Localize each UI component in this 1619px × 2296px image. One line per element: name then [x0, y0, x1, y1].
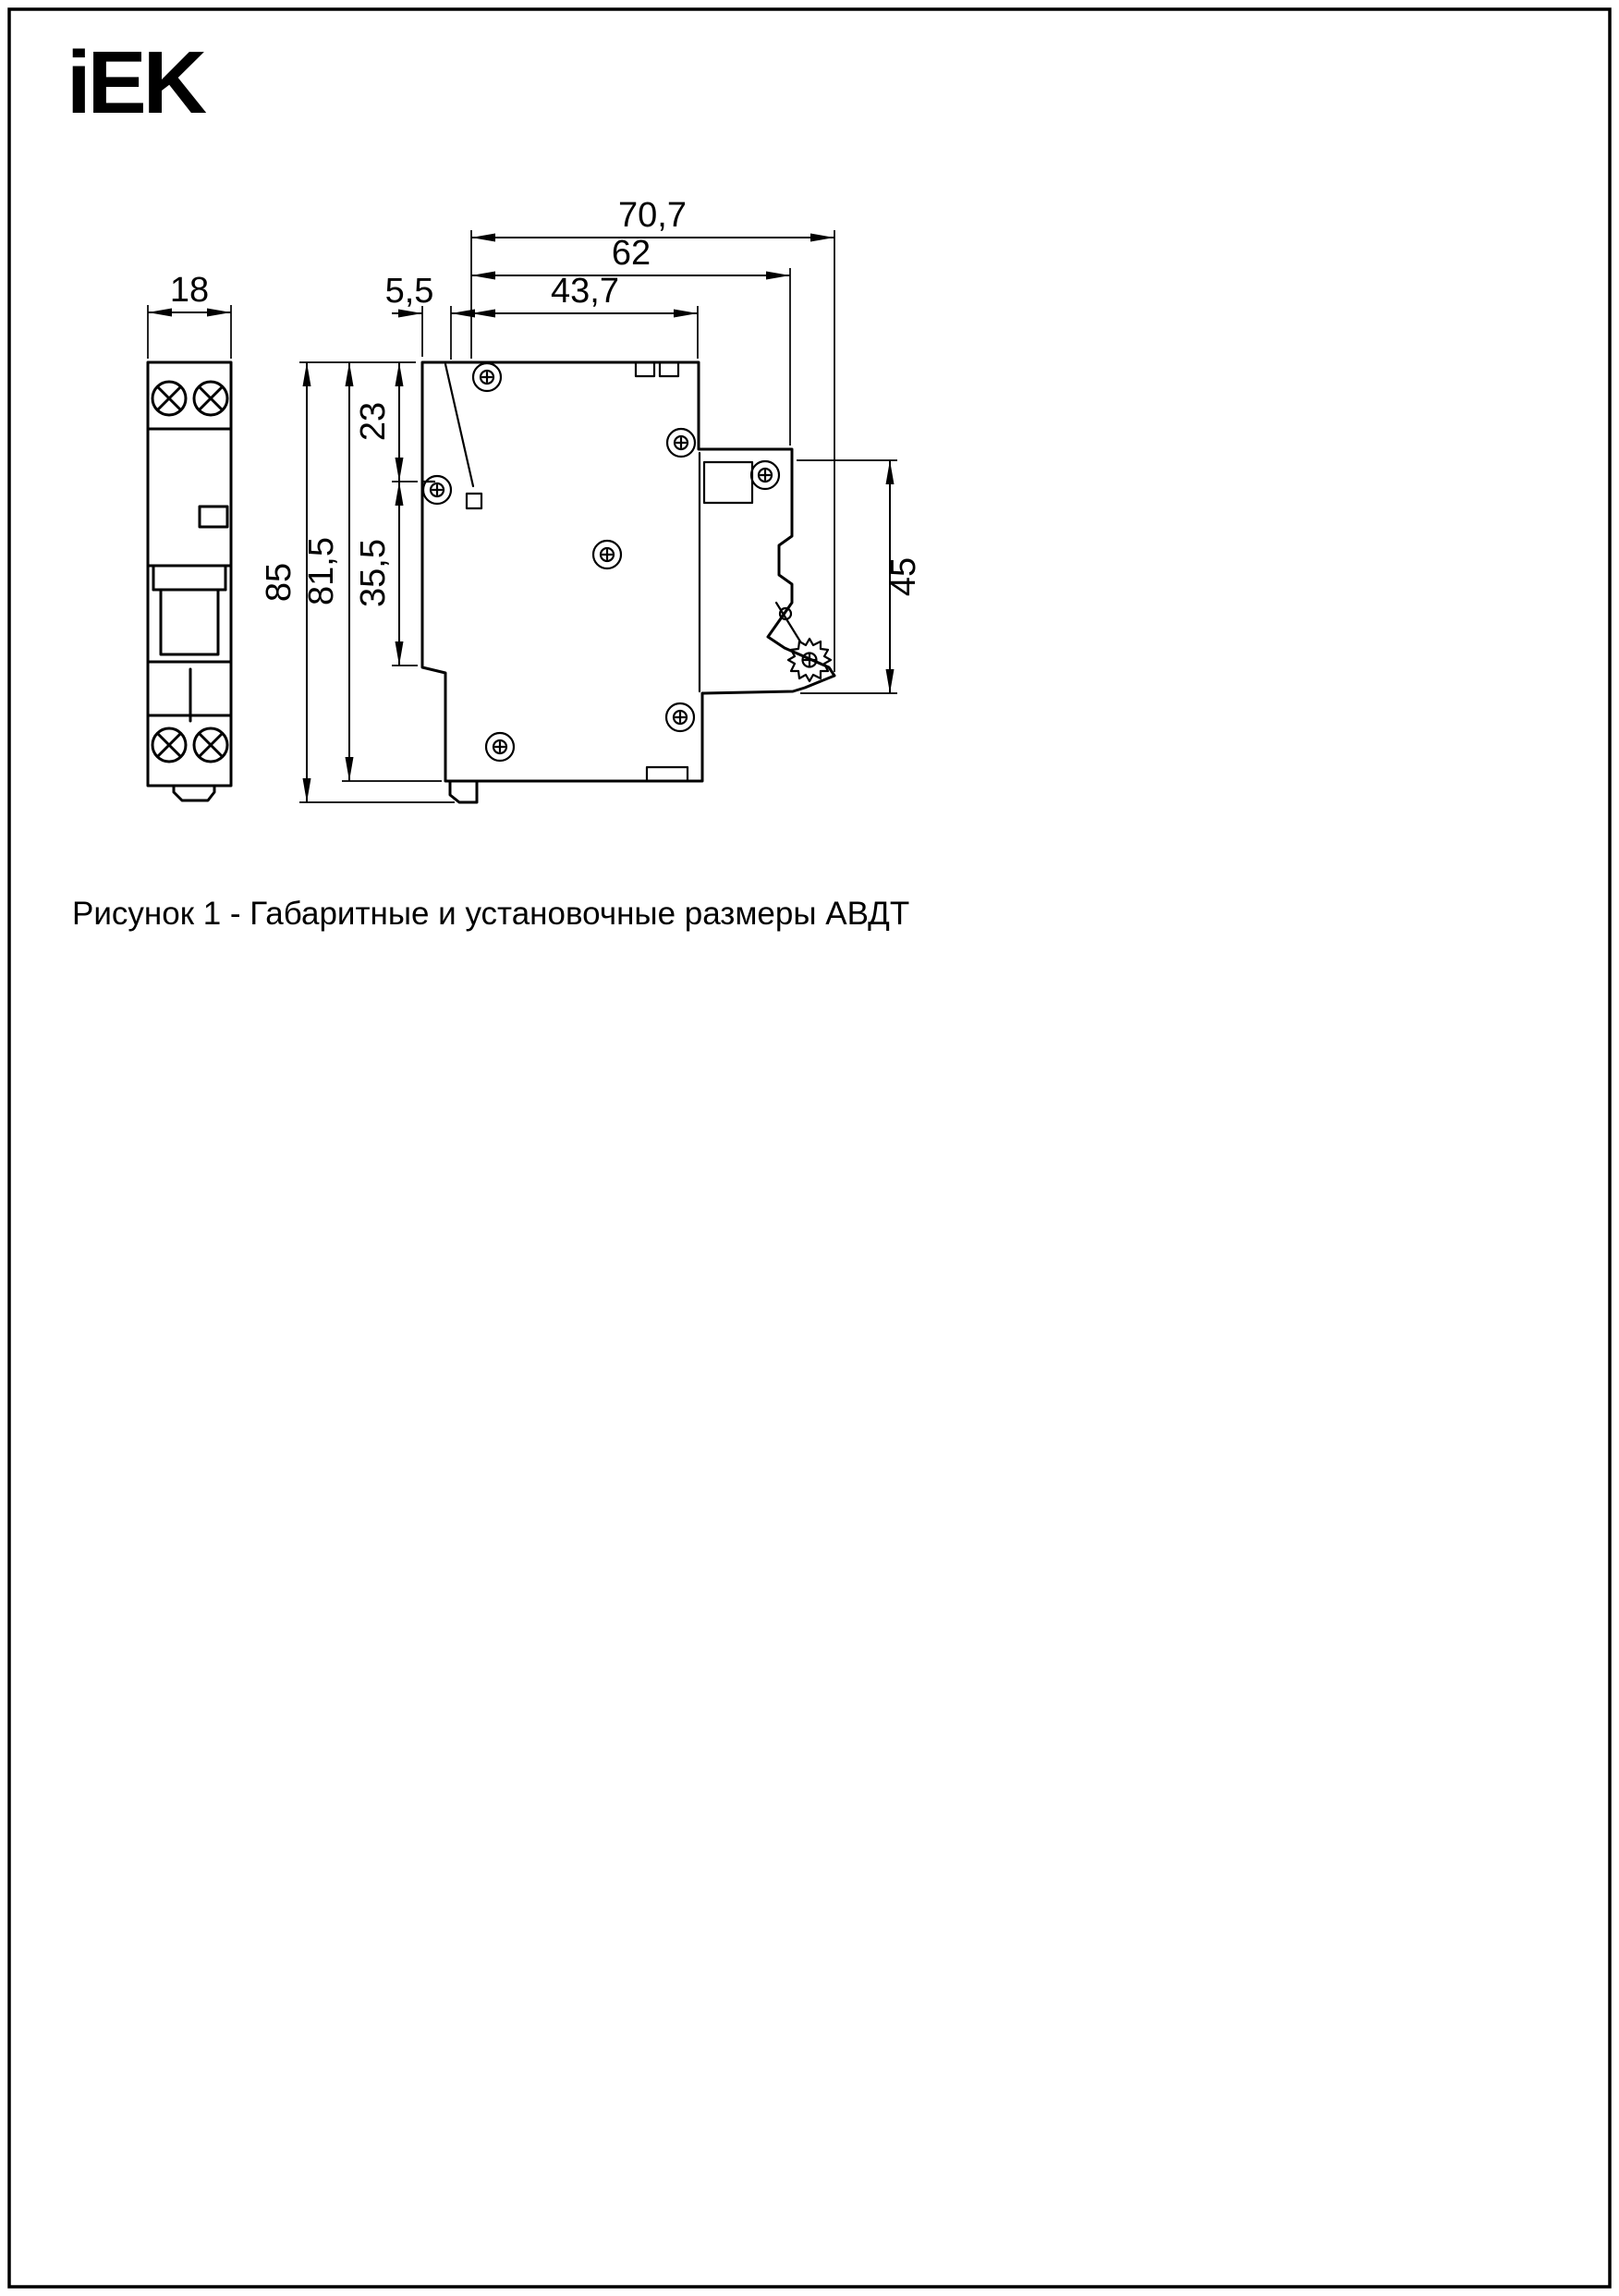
dimension-label-85: 85	[260, 563, 298, 602]
front-view-drawing	[146, 360, 233, 802]
dimension-70-7: 70,7	[470, 196, 835, 672]
din-foot	[172, 784, 216, 802]
test-button	[198, 505, 229, 529]
vent-slot	[658, 360, 680, 378]
screw-head-icon	[664, 702, 696, 733]
dimension-85: 85	[260, 361, 455, 803]
screw-terminal-top-right-icon	[192, 380, 229, 417]
screw-head-icon	[484, 731, 516, 763]
dimension-label-62: 62	[612, 234, 651, 273]
dimension-label-35-5: 35,5	[354, 539, 393, 607]
dimension-5-5: 5,5	[385, 272, 481, 360]
screw-head-icon	[421, 474, 453, 506]
dimension-35-5: 35,5	[354, 482, 418, 666]
din-foot-side	[448, 779, 479, 804]
dimension-label-18: 18	[170, 271, 209, 310]
dimension-label-45: 45	[884, 557, 923, 596]
page-border	[7, 7, 1612, 2289]
dimension-label-5-5: 5,5	[385, 272, 434, 311]
din-latch-star-icon	[786, 637, 833, 683]
dimension-23: 23	[354, 362, 418, 482]
vent-slot	[645, 765, 689, 783]
screw-head-icon	[591, 539, 623, 570]
iek-logo: iEK	[67, 33, 207, 132]
dimension-62: 62	[471, 234, 791, 446]
latch-spring-line	[774, 601, 802, 643]
screw-terminal-top-left-icon	[151, 380, 188, 417]
screw-head-icon	[471, 361, 503, 393]
dimension-label-70-7: 70,7	[618, 196, 687, 235]
vent-slot	[634, 360, 656, 378]
dimension-label-81-5: 81,5	[302, 537, 341, 605]
din-clip-window	[702, 460, 754, 505]
screw-terminal-bottom-left-icon	[151, 727, 188, 763]
front-panel-parting-line	[444, 362, 475, 488]
dimension-45: 45	[797, 459, 923, 694]
latch-pivot	[778, 606, 793, 621]
toggle-lever	[159, 588, 220, 656]
dimension-81-5: 81,5	[302, 362, 442, 782]
dimension-43-7: 43,7	[471, 272, 699, 359]
lever-detail	[465, 492, 483, 510]
screw-head-icon	[749, 459, 781, 491]
figure-caption: Рисунок 1 - Габаритные и установочные ра…	[72, 896, 909, 932]
dimension-18: 18	[147, 271, 232, 359]
screw-terminal-bottom-right-icon	[192, 727, 229, 763]
dimension-label-43-7: 43,7	[551, 272, 619, 311]
screw-head-icon	[665, 427, 697, 458]
dimension-label-23: 23	[354, 402, 393, 441]
side-view-drawing	[420, 360, 836, 804]
